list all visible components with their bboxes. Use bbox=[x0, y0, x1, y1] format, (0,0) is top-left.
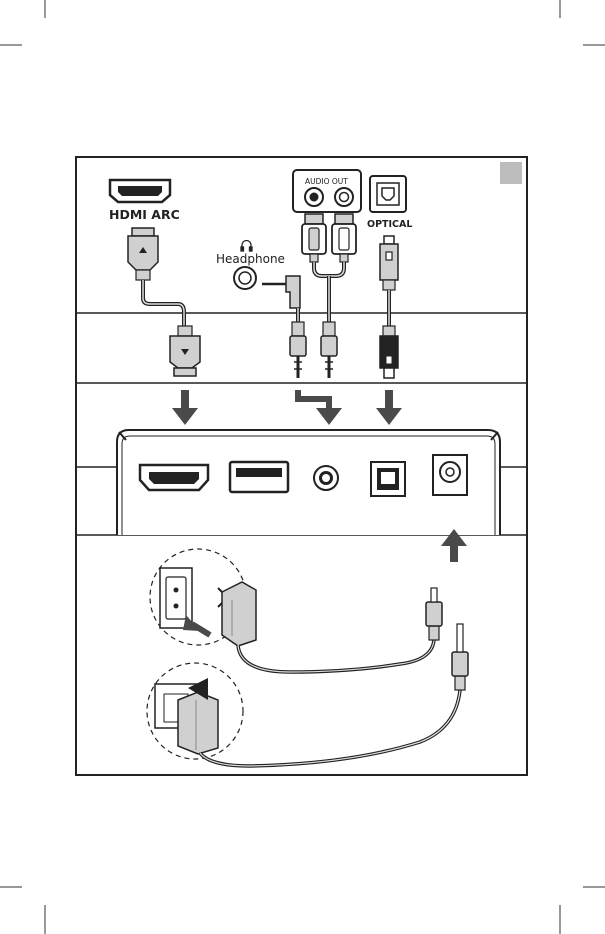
optical-label: OPTICAL bbox=[367, 219, 412, 230]
optical-port-icon bbox=[370, 176, 406, 212]
headphone-label: Headphone bbox=[216, 252, 285, 266]
hdmi-cable bbox=[128, 228, 200, 376]
arrow-down-icon bbox=[376, 390, 402, 425]
hdmi-port bbox=[140, 465, 208, 490]
aux-port bbox=[314, 466, 338, 490]
arrow-down-icon bbox=[172, 390, 198, 425]
power-cord bbox=[238, 588, 442, 672]
dc-power-port bbox=[433, 455, 467, 495]
usb-port bbox=[230, 462, 288, 492]
headphone-icon bbox=[241, 241, 252, 251]
audio-out-label: AUDIO OUT bbox=[305, 177, 348, 186]
hdmi-label: HDMI ARC bbox=[109, 207, 180, 222]
optical-port bbox=[371, 462, 405, 496]
rca-cable bbox=[302, 214, 356, 378]
uk-socket-adapter bbox=[147, 663, 243, 759]
eu-socket-adapter bbox=[150, 549, 256, 646]
merge-arrow-icon bbox=[298, 390, 342, 425]
headphone-jack bbox=[234, 267, 256, 289]
hdmi-port-icon bbox=[110, 180, 170, 202]
headphone-cable bbox=[262, 276, 306, 378]
square-badge-icon bbox=[500, 162, 522, 184]
optical-cable bbox=[380, 236, 398, 378]
